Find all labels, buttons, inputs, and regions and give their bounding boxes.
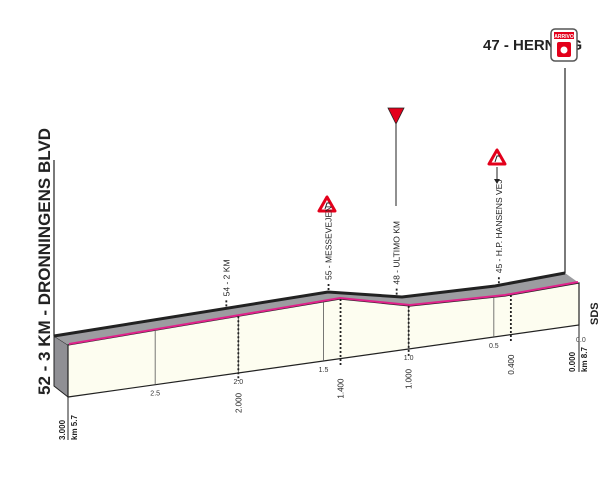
point-name: 45 - H.P. HANSENS VEJ: [494, 179, 504, 273]
profile-left-wall: [53, 335, 69, 399]
end-km: km 8.7: [580, 347, 589, 372]
start-distance: 3.000: [58, 419, 67, 440]
point-name: 55 - MESSEVEJEN: [324, 206, 334, 280]
flamme-rouge-icon: [387, 107, 405, 125]
km-tick-label: 0.5: [489, 343, 499, 350]
sds-label: SDS: [589, 302, 601, 325]
point-distance: 2.000: [234, 392, 243, 413]
km-tick-label: 2.5: [150, 391, 160, 398]
km-tick-label: 2.0: [233, 379, 243, 386]
point-distance: 1.400: [337, 378, 346, 399]
end-tick-label: 0.0: [576, 337, 586, 344]
point-distance: 0.400: [507, 354, 516, 375]
arrow-down-icon: [494, 179, 500, 184]
profile-ridge: [53, 271, 566, 338]
km-tick-label: 1.5: [319, 367, 329, 374]
road-line: [68, 281, 579, 345]
svg-text:ARRIVO: ARRIVO: [554, 34, 574, 40]
km-tick-label: 1.0: [404, 355, 414, 362]
start-km: km 5.7: [70, 415, 79, 440]
dangerous-curve-icon: [317, 195, 337, 213]
point-name: 54 - 2 KM: [221, 259, 231, 296]
arrivo-sign-icon: ARRIVO: [550, 28, 578, 62]
end-distance: 0.000: [568, 351, 577, 372]
point-distance: 1.000: [405, 368, 414, 389]
point-name: 48 - ULTIMO KM: [392, 221, 402, 285]
dangerous-curve-icon: [487, 148, 507, 166]
start-label: 52 - 3 KM - DRONNINGENS BLVD: [35, 128, 54, 395]
